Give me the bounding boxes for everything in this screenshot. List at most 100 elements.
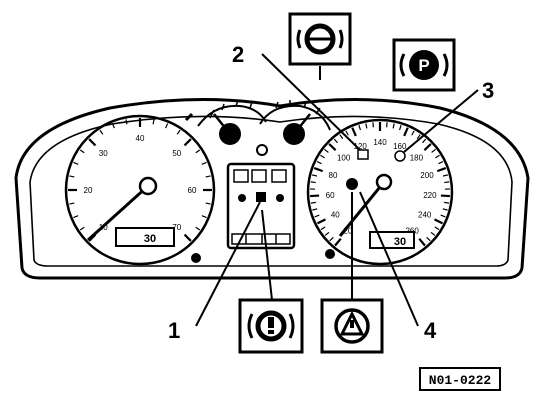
scale-label: 20 xyxy=(84,186,93,195)
major-tick xyxy=(310,196,319,197)
scale-label: 180 xyxy=(410,154,424,163)
minor-tick xyxy=(320,155,324,158)
major-tick xyxy=(419,239,425,246)
major-tick xyxy=(335,239,341,246)
major-tick xyxy=(185,139,191,145)
warning-indicator xyxy=(238,194,246,202)
minor-tick xyxy=(366,123,367,128)
minor-tick xyxy=(73,162,78,164)
scale-label: 220 xyxy=(423,191,437,200)
speedometer-hub xyxy=(377,175,391,189)
minor-tick xyxy=(312,209,317,210)
minor-tick xyxy=(431,232,435,235)
minor-tick xyxy=(441,215,446,217)
scale-label: 200 xyxy=(420,171,434,180)
minor-tick xyxy=(317,161,322,163)
minor-tick xyxy=(435,155,439,158)
minor-tick xyxy=(324,149,328,152)
minor-tick xyxy=(400,125,402,130)
small-gauges xyxy=(186,100,330,155)
minor-tick xyxy=(100,130,103,134)
scale-label: 80 xyxy=(329,171,338,180)
minor-tick xyxy=(423,139,426,143)
major-tick xyxy=(435,219,443,223)
minor-tick xyxy=(321,227,325,230)
minor-tick xyxy=(202,162,207,164)
minor-tick xyxy=(177,130,180,134)
minor-tick xyxy=(153,119,154,124)
minor-tick xyxy=(427,237,431,240)
scale-label: 100 xyxy=(337,154,351,163)
minor-tick xyxy=(315,215,320,217)
minor-tick xyxy=(196,150,200,153)
minor-tick xyxy=(202,216,207,218)
minor-tick xyxy=(80,227,84,230)
scale-label: 50 xyxy=(172,149,181,158)
parking-brake-symbol-box: P xyxy=(394,40,454,90)
tachometer-knob xyxy=(191,253,201,263)
major-tick xyxy=(185,235,191,241)
minor-tick xyxy=(206,203,211,204)
scale-label: 40 xyxy=(136,134,145,143)
minor-tick xyxy=(80,150,84,153)
scale-label: 160 xyxy=(393,142,407,151)
speedometer-needle xyxy=(340,182,384,236)
minor-tick xyxy=(444,182,449,183)
minor-tick xyxy=(443,175,448,176)
callout-number-1: 1 xyxy=(168,318,180,343)
speedometer-knob xyxy=(325,249,335,259)
hazard-warning-symbol-box xyxy=(322,300,382,352)
minor-tick xyxy=(330,237,334,240)
minor-tick xyxy=(412,131,414,135)
scale-label: 140 xyxy=(373,138,387,147)
parking-brake-symbol-text: P xyxy=(418,56,429,75)
reference-code: N01-0222 xyxy=(429,373,492,388)
center-knob xyxy=(257,145,267,155)
minor-tick xyxy=(196,227,200,230)
brake-warning-symbol-box xyxy=(240,300,302,352)
tachometer-display-value: 30 xyxy=(144,233,156,245)
major-tick xyxy=(404,128,408,136)
minor-tick xyxy=(393,123,394,128)
minor-tick xyxy=(73,216,78,218)
esp-lamp xyxy=(358,150,368,159)
minor-tick xyxy=(69,203,74,204)
major-tick xyxy=(441,196,450,197)
minor-tick xyxy=(439,161,444,163)
parking-brake-lamp xyxy=(395,151,405,161)
reference-code-box: N01-0222 xyxy=(420,368,500,390)
minor-tick xyxy=(325,232,329,235)
callout-number-2: 2 xyxy=(232,42,244,67)
tachometer: 10203040506070 30 xyxy=(66,116,214,264)
minor-tick xyxy=(346,131,348,135)
scale-label: 60 xyxy=(326,191,335,200)
major-tick xyxy=(352,128,356,136)
callout-number-3: 3 xyxy=(482,78,494,103)
minor-tick xyxy=(435,227,439,230)
major-tick xyxy=(317,219,325,223)
minor-tick xyxy=(432,149,436,152)
brake-warning-indicator xyxy=(256,192,266,202)
minor-tick xyxy=(334,139,337,143)
minor-tick xyxy=(340,135,343,139)
callout-number-4: 4 xyxy=(424,318,437,343)
tachometer-hub xyxy=(140,178,156,194)
minor-tick xyxy=(126,119,127,124)
scale-label: 240 xyxy=(418,210,432,219)
warning-indicator xyxy=(276,194,284,202)
minor-tick xyxy=(359,125,361,130)
esp-symbol-box xyxy=(290,14,350,64)
minor-tick xyxy=(69,176,74,177)
major-tick xyxy=(437,168,445,171)
minor-tick xyxy=(311,182,316,183)
minor-tick xyxy=(312,175,317,176)
major-tick xyxy=(424,144,431,150)
scale-label: 40 xyxy=(331,210,340,219)
major-tick xyxy=(314,168,322,171)
minor-tick xyxy=(206,176,211,177)
leader-line-2 xyxy=(262,54,360,150)
scale-label: 30 xyxy=(99,149,108,158)
